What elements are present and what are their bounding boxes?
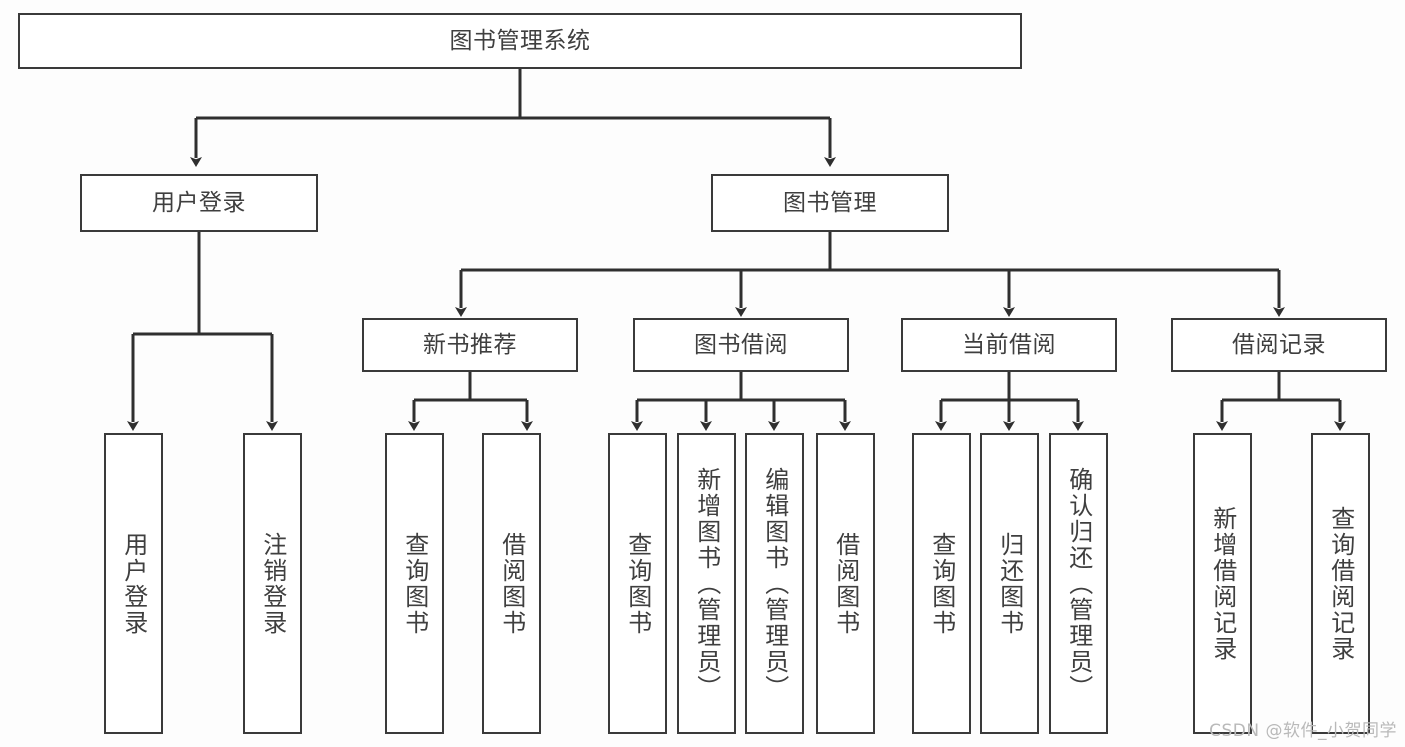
node-borrow-record[interactable]: 借阅记录 bbox=[1171, 318, 1387, 372]
node-user-login[interactable]: 用户登录 bbox=[80, 174, 318, 232]
node-label: 图书借阅 bbox=[694, 331, 788, 358]
node-leaf-borrow-book-recommend[interactable]: 借阅图书 bbox=[482, 433, 541, 734]
node-label: 借阅图书 bbox=[831, 531, 860, 636]
node-label: 图书管理系统 bbox=[449, 27, 591, 54]
node-label: 新增图书（管理员） bbox=[692, 466, 721, 701]
node-label: 归还图书 bbox=[995, 531, 1024, 636]
node-label: 编辑图书（管理员） bbox=[760, 466, 789, 701]
node-label: 确认归还（管理员） bbox=[1064, 466, 1093, 701]
node-label: 借阅图书 bbox=[497, 531, 526, 636]
node-leaf-logout[interactable]: 注销登录 bbox=[243, 433, 302, 734]
node-label: 注销登录 bbox=[258, 531, 287, 636]
node-book-borrow[interactable]: 图书借阅 bbox=[633, 318, 849, 372]
node-label: 查询图书 bbox=[927, 531, 956, 636]
node-leaf-query-book-borrow[interactable]: 查询图书 bbox=[608, 433, 667, 734]
node-leaf-add-borrow-record[interactable]: 新增借阅记录 bbox=[1193, 433, 1252, 734]
node-label: 借阅记录 bbox=[1232, 331, 1326, 358]
node-leaf-borrow-book[interactable]: 借阅图书 bbox=[816, 433, 875, 734]
node-label: 图书管理 bbox=[783, 189, 877, 216]
node-leaf-query-borrow-record[interactable]: 查询借阅记录 bbox=[1311, 433, 1370, 734]
node-leaf-edit-book-admin[interactable]: 编辑图书（管理员） bbox=[745, 433, 804, 734]
node-label: 新书推荐 bbox=[423, 331, 517, 358]
node-leaf-user-login[interactable]: 用户登录 bbox=[104, 433, 163, 734]
node-label: 查询图书 bbox=[623, 531, 652, 636]
node-leaf-add-book-admin[interactable]: 新增图书（管理员） bbox=[677, 433, 736, 734]
node-leaf-confirm-return-admin[interactable]: 确认归还（管理员） bbox=[1049, 433, 1108, 734]
node-label: 查询图书 bbox=[400, 531, 429, 636]
node-label: 新增借阅记录 bbox=[1208, 505, 1237, 662]
node-new-book-recommend[interactable]: 新书推荐 bbox=[362, 318, 578, 372]
node-label: 查询借阅记录 bbox=[1326, 505, 1355, 662]
node-label: 当前借阅 bbox=[962, 331, 1056, 358]
node-leaf-query-book-current[interactable]: 查询图书 bbox=[912, 433, 971, 734]
node-label: 用户登录 bbox=[152, 189, 246, 216]
node-current-borrow[interactable]: 当前借阅 bbox=[901, 318, 1117, 372]
node-book-management[interactable]: 图书管理 bbox=[711, 174, 949, 232]
node-root-system[interactable]: 图书管理系统 bbox=[18, 13, 1022, 69]
node-leaf-return-book[interactable]: 归还图书 bbox=[980, 433, 1039, 734]
node-leaf-query-book-recommend[interactable]: 查询图书 bbox=[385, 433, 444, 734]
node-label: 用户登录 bbox=[119, 531, 148, 636]
